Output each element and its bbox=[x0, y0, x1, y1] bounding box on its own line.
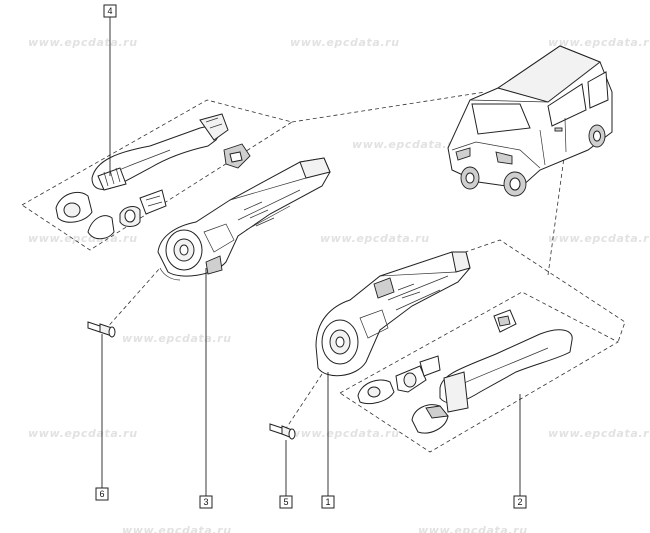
callout-3[interactable]: 3 bbox=[199, 495, 213, 509]
callout-2[interactable]: 2 bbox=[513, 495, 527, 509]
callout-number: 1 bbox=[325, 497, 330, 507]
watermark: www.epcdata.ru bbox=[28, 232, 138, 245]
watermark: www.epcdata.ru bbox=[28, 36, 138, 49]
vehicle-link-line bbox=[547, 149, 566, 276]
watermark: www.epcdata.ru bbox=[122, 332, 232, 345]
callout-number: 2 bbox=[517, 497, 522, 507]
watermark: www.epcdata.ru bbox=[548, 232, 650, 245]
vehicle-link-line bbox=[291, 91, 486, 123]
callout-number: 4 bbox=[107, 6, 112, 16]
lower-handle-carrier bbox=[315, 251, 471, 377]
callout-6[interactable]: 6 bbox=[95, 487, 109, 501]
callout-number: 3 bbox=[203, 497, 208, 507]
rivet-lower bbox=[269, 423, 296, 440]
watermark: www.epcdata.ru bbox=[122, 524, 232, 533]
watermark: www.epcdata.ru bbox=[418, 524, 528, 533]
lower-handle-assembly bbox=[357, 309, 573, 434]
rivet-path bbox=[104, 267, 161, 331]
vehicle-illustration bbox=[447, 45, 613, 197]
upper-handle-carrier bbox=[157, 157, 331, 281]
watermark: www.epcdata.ru bbox=[548, 36, 650, 49]
watermark-layer: www.epcdata.ru www.epcdata.ru www.epcdat… bbox=[28, 36, 650, 533]
lower-handle-group-outline bbox=[339, 291, 619, 453]
watermark: www.epcdata.ru bbox=[352, 138, 462, 151]
upper-handle-group-outline bbox=[21, 99, 293, 251]
watermark: www.epcdata.ru bbox=[320, 232, 430, 245]
callout-4[interactable]: 4 bbox=[103, 4, 117, 18]
watermark: www.epcdata.ru bbox=[548, 427, 650, 440]
callout-5[interactable]: 5 bbox=[279, 495, 293, 509]
watermark: www.epcdata.ru bbox=[28, 427, 138, 440]
leader-lines bbox=[101, 16, 521, 496]
rivet-upper bbox=[87, 321, 116, 338]
watermark: www.epcdata.ru bbox=[290, 427, 400, 440]
callout-1[interactable]: 1 bbox=[321, 495, 335, 509]
callout-number: 6 bbox=[99, 489, 104, 499]
callout-number: 5 bbox=[283, 497, 288, 507]
watermark: www.epcdata.ru bbox=[290, 36, 400, 49]
upper-handle-assembly bbox=[55, 113, 251, 240]
